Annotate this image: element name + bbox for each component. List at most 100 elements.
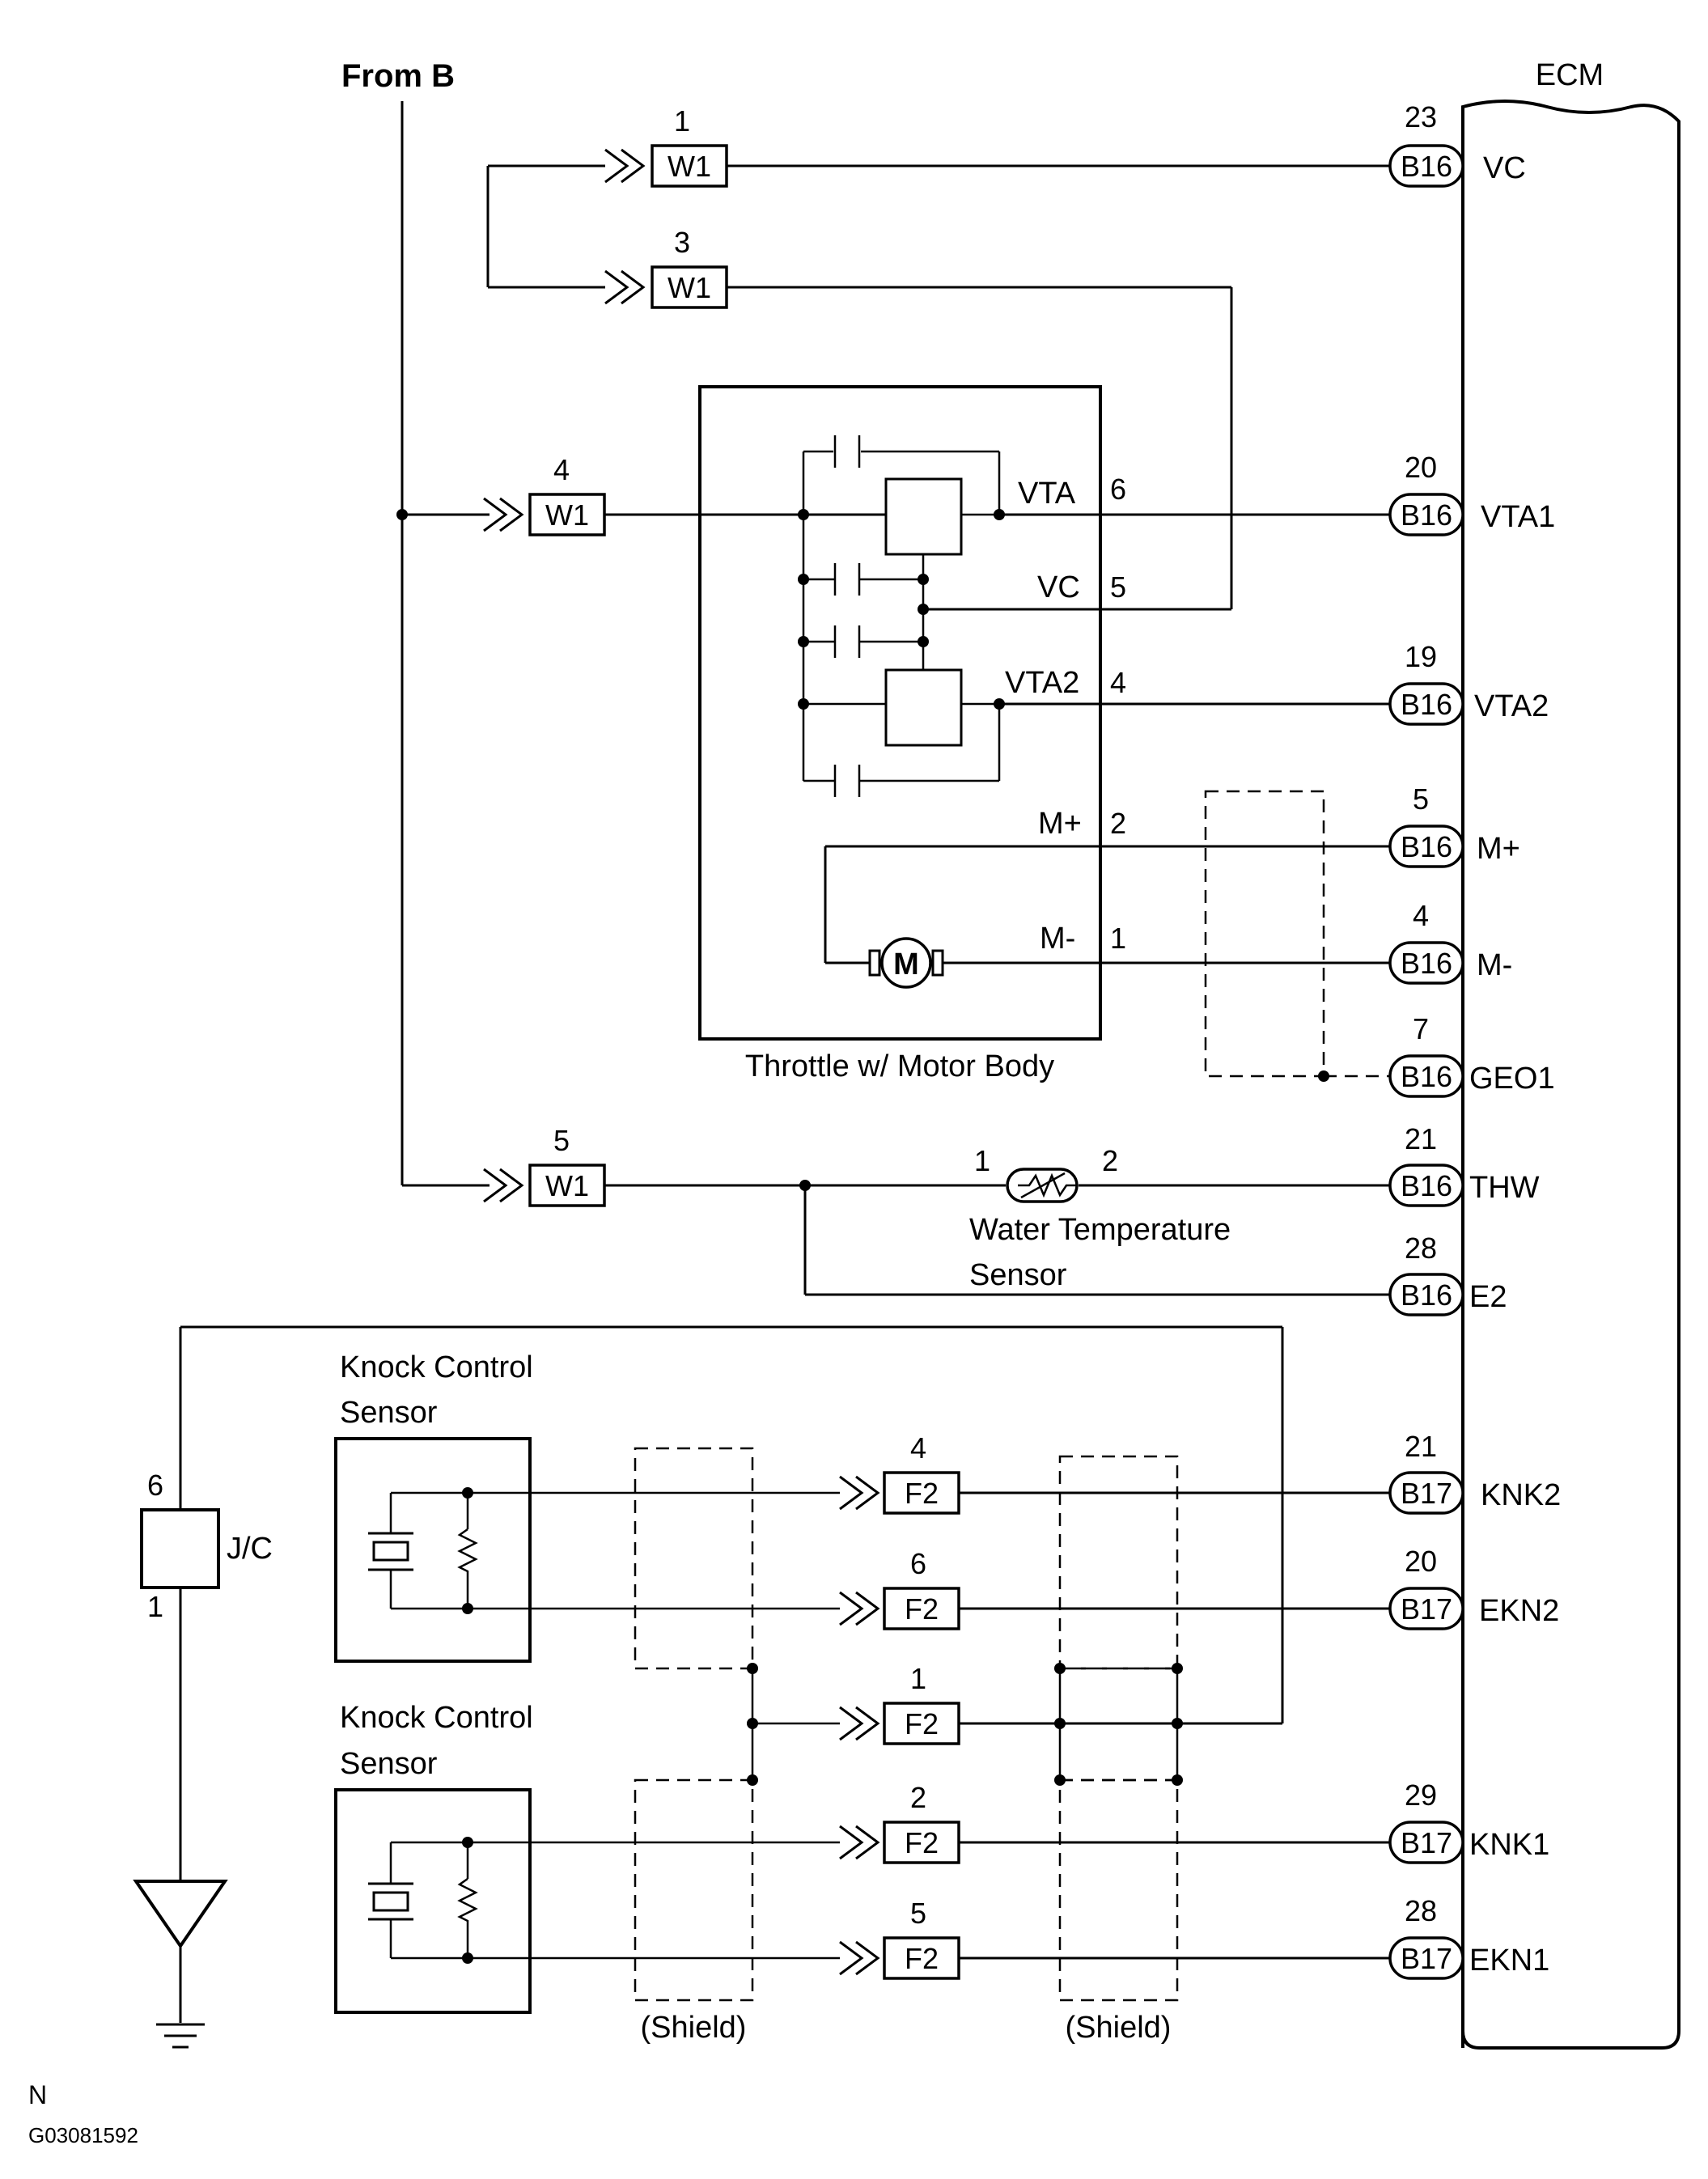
resistor-icon — [457, 1528, 478, 1609]
ecm-pin-name: M- — [1477, 948, 1512, 982]
ecm-pin: B16 5 M+ — [1388, 782, 1520, 868]
knock-sensor-1: Knock Control Sensor — [334, 1350, 840, 1663]
f2-connector: F2 1 — [839, 1662, 960, 1745]
f2-connector: F2 5 — [839, 1897, 960, 1980]
ground-icon — [133, 1880, 228, 2049]
knock-sensor-label: Knock Control — [340, 1701, 533, 1735]
ecm-pins: B16 23 VC B16 20 VTA1 B16 19 VTA2 B16 5 … — [1388, 100, 1561, 1980]
throttle-pin-label: VTA — [1018, 477, 1076, 511]
ecm-pin: B16 28 E2 — [1388, 1232, 1507, 1316]
ecm-pin-name: VTA2 — [1474, 689, 1549, 723]
f2-connectors: F2 4 F2 6 F2 1 F2 2 F2 5 — [839, 1431, 960, 1980]
f2-label: F2 — [905, 1707, 939, 1740]
piezo-crystal-icon — [368, 1882, 413, 1921]
from-label: From B — [341, 58, 455, 94]
knock-sensor-label: Knock Control — [340, 1350, 533, 1384]
ecm-pin-conn: B17 — [1401, 1942, 1452, 1975]
ecm-pin-conn: B16 — [1401, 498, 1452, 532]
ecm-pin-num: 19 — [1405, 640, 1437, 673]
double-chevron-icon — [483, 1168, 524, 1203]
shield-label: (Shield) — [641, 2011, 747, 2045]
water-temp-pin-left: 1 — [974, 1144, 990, 1177]
throttle-pin-num: 5 — [1110, 570, 1126, 604]
ecm-pin-num: 28 — [1405, 1894, 1437, 1927]
throttle-pin-num: 1 — [1110, 922, 1126, 955]
ecm-pin-name: M+ — [1477, 832, 1520, 866]
knock-sensor-2: Knock Control Sensor — [334, 1701, 840, 2014]
w1-pin-num: 3 — [674, 226, 690, 259]
f2-connector: F2 6 — [839, 1547, 960, 1630]
jc-return-wire — [179, 1325, 1284, 1881]
f2-connector: F2 2 — [839, 1781, 960, 1864]
ecm-pin-conn: B16 — [1401, 947, 1452, 980]
ecm-pin: B17 20 EKN2 — [1388, 1545, 1559, 1630]
ecm-pin: B16 21 THW — [1388, 1122, 1540, 1207]
throttle-pin-label: M- — [1040, 922, 1075, 956]
shield-label: (Shield) — [1066, 2011, 1172, 2045]
jc-label: J/C — [227, 1532, 273, 1566]
ecm-pin: B16 4 M- — [1388, 899, 1512, 985]
water-temp-label: Sensor — [969, 1258, 1067, 1292]
ecm-wires — [604, 513, 1390, 1296]
w1-pin-num: 4 — [553, 453, 570, 486]
ecm-pin-num: 21 — [1405, 1430, 1437, 1463]
f2-pin-num: 1 — [910, 1662, 926, 1695]
shield-right: (Shield) — [1054, 1455, 1183, 2045]
ecm-pin-conn: B16 — [1401, 1278, 1452, 1312]
ecm-pin: B16 23 VC — [1388, 100, 1526, 188]
f2-pin-num: 6 — [910, 1547, 926, 1580]
ecm-pin: B17 29 KNK1 — [1388, 1778, 1549, 1864]
f2-pin-num: 4 — [910, 1431, 926, 1465]
double-chevron-icon — [839, 1825, 880, 1860]
w1-connector-1: W1 1 — [604, 104, 728, 188]
motor-symbol: M — [893, 947, 919, 981]
ecm-pin-conn: B17 — [1401, 1477, 1452, 1510]
f2-pin-num: 5 — [910, 1897, 926, 1930]
throttle-pin-label: VTA2 — [1005, 666, 1079, 700]
double-chevron-icon — [604, 269, 646, 305]
ecm-pin: B16 7 GEO1 — [1388, 1012, 1555, 1098]
ecm-pin-num: 20 — [1405, 451, 1437, 484]
junction-connector: J/C 6 1 — [140, 1469, 273, 1623]
double-chevron-icon — [483, 497, 524, 532]
ecm-pin-num: 4 — [1413, 899, 1429, 932]
ecm-pin-num: 21 — [1405, 1122, 1437, 1155]
w1-label: W1 — [545, 498, 589, 532]
ecm-pin: B16 20 VTA1 — [1388, 451, 1555, 536]
ecm-pin-name: THW — [1469, 1171, 1540, 1205]
f2-pin-num: 2 — [910, 1781, 926, 1814]
ecm-pin: B17 21 KNK2 — [1388, 1430, 1561, 1515]
ecm-pin-conn: B16 — [1401, 830, 1452, 863]
throttle-pin-label: M+ — [1038, 807, 1082, 841]
w1-connector-4: W1 4 — [483, 453, 606, 536]
w1-label: W1 — [668, 271, 711, 304]
ecm-pin: B16 19 VTA2 — [1388, 640, 1549, 726]
ecm-pin-name: E2 — [1469, 1280, 1507, 1314]
water-temp-pin-right: 2 — [1102, 1144, 1118, 1177]
f2-label: F2 — [905, 1942, 939, 1975]
ecm-pin-num: 29 — [1405, 1778, 1437, 1812]
piezo-crystal-icon — [368, 1532, 413, 1571]
double-chevron-icon — [839, 1706, 880, 1741]
jc-pin-top: 6 — [147, 1469, 163, 1502]
ecm-pin-conn: B17 — [1401, 1826, 1452, 1859]
w1-label: W1 — [545, 1169, 589, 1202]
w1-connector-5: W1 5 — [483, 1124, 606, 1207]
jc-pin-bottom: 1 — [147, 1590, 163, 1623]
ecm-pin: B17 28 EKN1 — [1388, 1894, 1549, 1980]
w1-label: W1 — [668, 150, 711, 183]
resistor-icon — [457, 1877, 478, 1958]
throttle-body: Throttle w/ Motor Body — [604, 385, 1126, 1083]
knock-sensor-label: Sensor — [340, 1396, 438, 1430]
knock-ecm-wires — [959, 1491, 1390, 1960]
trunk-wire — [396, 101, 490, 1187]
f2-connector: F2 4 — [839, 1431, 960, 1515]
ecm-pin-name: EKN1 — [1469, 1944, 1549, 1978]
water-temp-label: Water Temperature — [969, 1213, 1231, 1247]
f2-label: F2 — [905, 1826, 939, 1859]
ecm-pin-name: VTA1 — [1481, 500, 1555, 534]
ecm-pin-conn: B17 — [1401, 1592, 1452, 1626]
ecm-pin-name: EKN2 — [1479, 1594, 1559, 1628]
ecm-pin-num: 5 — [1413, 782, 1429, 816]
